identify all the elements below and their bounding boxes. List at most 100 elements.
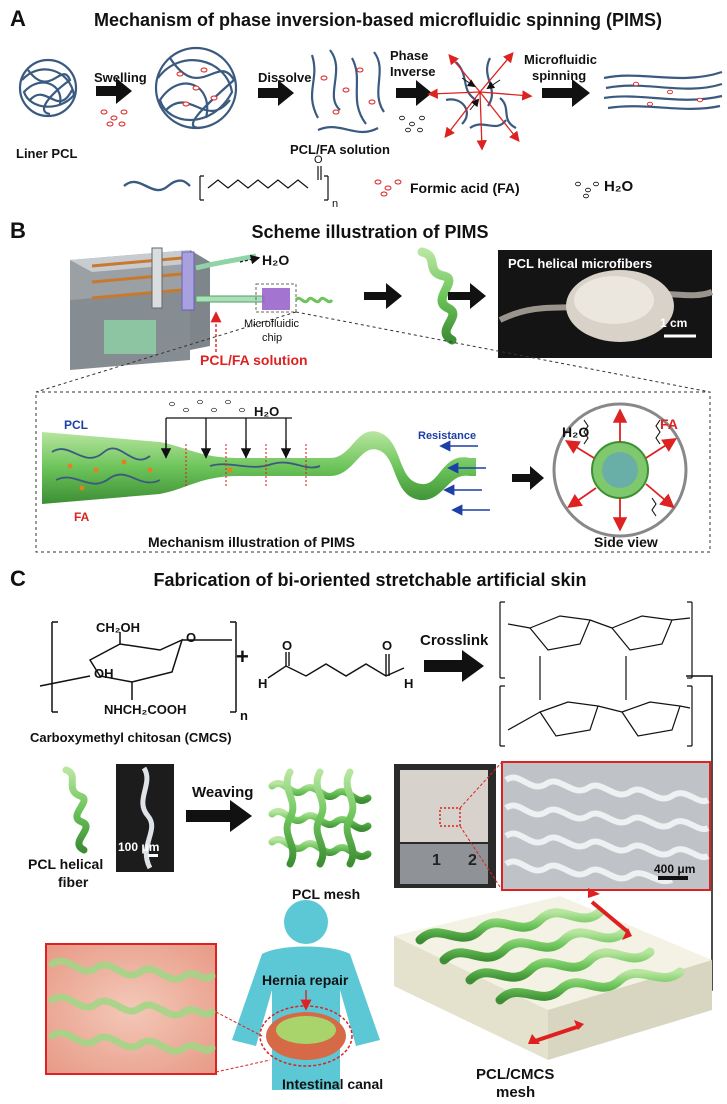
fiber-fa-dots xyxy=(633,81,703,107)
inset-fa-dots xyxy=(67,459,233,491)
arrow-swelling xyxy=(96,78,132,104)
pcl-fa-solution-label: PCL/FA solution xyxy=(200,352,308,368)
hernia-repair-label: Hernia repair xyxy=(262,972,349,988)
swollen-pcl-ball xyxy=(154,46,238,130)
aldehyde-h-right: H xyxy=(404,676,414,691)
arrow-dissolve xyxy=(258,80,294,106)
inset-pcl-label: PCL xyxy=(64,418,88,432)
panel-b-letter: B xyxy=(10,218,26,243)
glutaraldehyde xyxy=(267,652,405,679)
chip-label-2: chip xyxy=(262,332,283,344)
step-phase-2: Inverse xyxy=(390,64,436,79)
cmcs-nh-group: NHCH₂COOH xyxy=(104,702,187,717)
arrow-inset xyxy=(512,466,544,490)
formula-n: n xyxy=(332,198,339,210)
fa-dots-2 xyxy=(176,67,218,107)
stretch-arrows xyxy=(531,900,630,1044)
inset-water-label: H₂O xyxy=(254,404,280,419)
panel-a-letter: A xyxy=(10,6,26,31)
water-inlet-lines xyxy=(165,417,292,458)
arrow-crosslink xyxy=(424,650,484,682)
crosslinked-network xyxy=(499,601,693,747)
panel-b-title: Scheme illustration of PIMS xyxy=(251,222,489,242)
mechanism-caption: Mechanism illustration of PIMS xyxy=(148,534,355,550)
resistance-label: Resistance xyxy=(418,430,477,442)
panel-c-graphics xyxy=(39,601,713,1090)
mechanism-inset-frame xyxy=(35,391,711,553)
pcl-cmcs-mesh-block xyxy=(394,896,712,1060)
inset-fa-label: FA xyxy=(74,510,90,524)
inset-tube xyxy=(42,431,476,504)
fa-dots-3 xyxy=(320,67,376,115)
pcl-formula xyxy=(199,166,329,201)
crosslink-label: Crosslink xyxy=(420,632,489,649)
photo-scale-bar: 1 cm xyxy=(660,316,688,330)
panel-a-graphics xyxy=(18,46,723,201)
chip-label-1: Microfluidic xyxy=(244,318,300,330)
micrograph-scale: 100 μm xyxy=(118,840,160,854)
circle-water-label: H₂O xyxy=(562,424,590,440)
cmcs-ring-o: O xyxy=(186,630,197,645)
zoom-scale: 400 μm xyxy=(654,862,696,876)
arrow-b2 xyxy=(448,283,486,309)
label-liner-pcl: Liner PCL xyxy=(16,146,78,161)
water-tube xyxy=(195,253,257,271)
aldehyde-h-left: H xyxy=(258,676,268,691)
fiber-label-1: PCL helical xyxy=(28,856,104,872)
cmcs-ch2oh: CH₂OH xyxy=(96,620,141,635)
label-pcl-fa-solution: PCL/FA solution xyxy=(290,142,390,157)
burst-arrows xyxy=(427,52,533,151)
pcl-mesh-3d xyxy=(268,768,372,868)
burst-inner-arrows xyxy=(461,77,501,111)
arrow-spinning xyxy=(542,79,590,107)
inset-chains xyxy=(51,447,321,485)
helical-fiber-c xyxy=(62,766,90,854)
aldehyde-o-left: O xyxy=(282,638,293,653)
chip-fiber-out xyxy=(294,296,334,304)
legend-formic-acid: Formic acid (FA) xyxy=(410,180,520,196)
step-swelling: Swelling xyxy=(94,70,147,85)
circle-fa-label: FA xyxy=(660,416,678,432)
side-view-caption: Side view xyxy=(594,534,658,550)
panel-a-title: Mechanism of phase inversion-based micro… xyxy=(93,10,663,30)
photo-title: PCL helical microfibers xyxy=(508,256,653,271)
water-tube-arrow xyxy=(239,254,261,265)
aldehyde-o-right: O xyxy=(382,638,393,653)
pcl-mesh-label: PCL mesh xyxy=(292,886,361,902)
step-dissolve: Dissolve xyxy=(258,70,312,85)
panel-b-graphics xyxy=(35,247,714,553)
step-phase-1: Phase xyxy=(390,48,429,63)
ruler-mark-2: 2 xyxy=(468,852,477,869)
helical-fiber-b xyxy=(417,247,458,345)
formula-o: O xyxy=(314,154,323,166)
legend-water: H₂O xyxy=(604,178,634,195)
fiber-label-2: fiber xyxy=(58,874,89,890)
needle xyxy=(195,295,265,303)
cmcs-n: n xyxy=(240,708,248,723)
legend-pcl-chain xyxy=(123,179,191,192)
cmcs-structure xyxy=(39,621,237,713)
panel-c-title: Fabrication of bi-oriented stretchable a… xyxy=(153,570,587,590)
arrow-phase xyxy=(396,80,432,106)
intestinal-canal-label: Intestinal canal xyxy=(282,1076,384,1092)
final-mesh-label-2: mesh xyxy=(496,1084,536,1101)
plus-sign: + xyxy=(236,644,249,669)
step-micro-1: Microfluidic xyxy=(524,52,597,67)
legend-water-dots xyxy=(575,181,599,199)
liner-pcl-ball xyxy=(18,58,78,118)
weaving-label: Weaving xyxy=(192,784,254,801)
pump-water-label: H₂O xyxy=(262,252,290,268)
syringe-pump xyxy=(70,247,210,370)
cmcs-oh: OH xyxy=(94,666,114,681)
legend-fa-dots xyxy=(374,179,402,197)
final-mesh-label-1: PCL/CMCS xyxy=(476,1066,555,1083)
water-dots-a xyxy=(399,115,425,133)
dissolved-chains xyxy=(310,49,385,134)
microfluidic-chip xyxy=(262,288,290,310)
fa-dots-1 xyxy=(100,109,128,127)
panel-c-letter: C xyxy=(10,566,26,591)
aligned-fibers xyxy=(603,70,723,110)
arrow-b1 xyxy=(364,283,402,309)
cmcs-name: Carboxymethyl chitosan (CMCS) xyxy=(30,730,232,745)
